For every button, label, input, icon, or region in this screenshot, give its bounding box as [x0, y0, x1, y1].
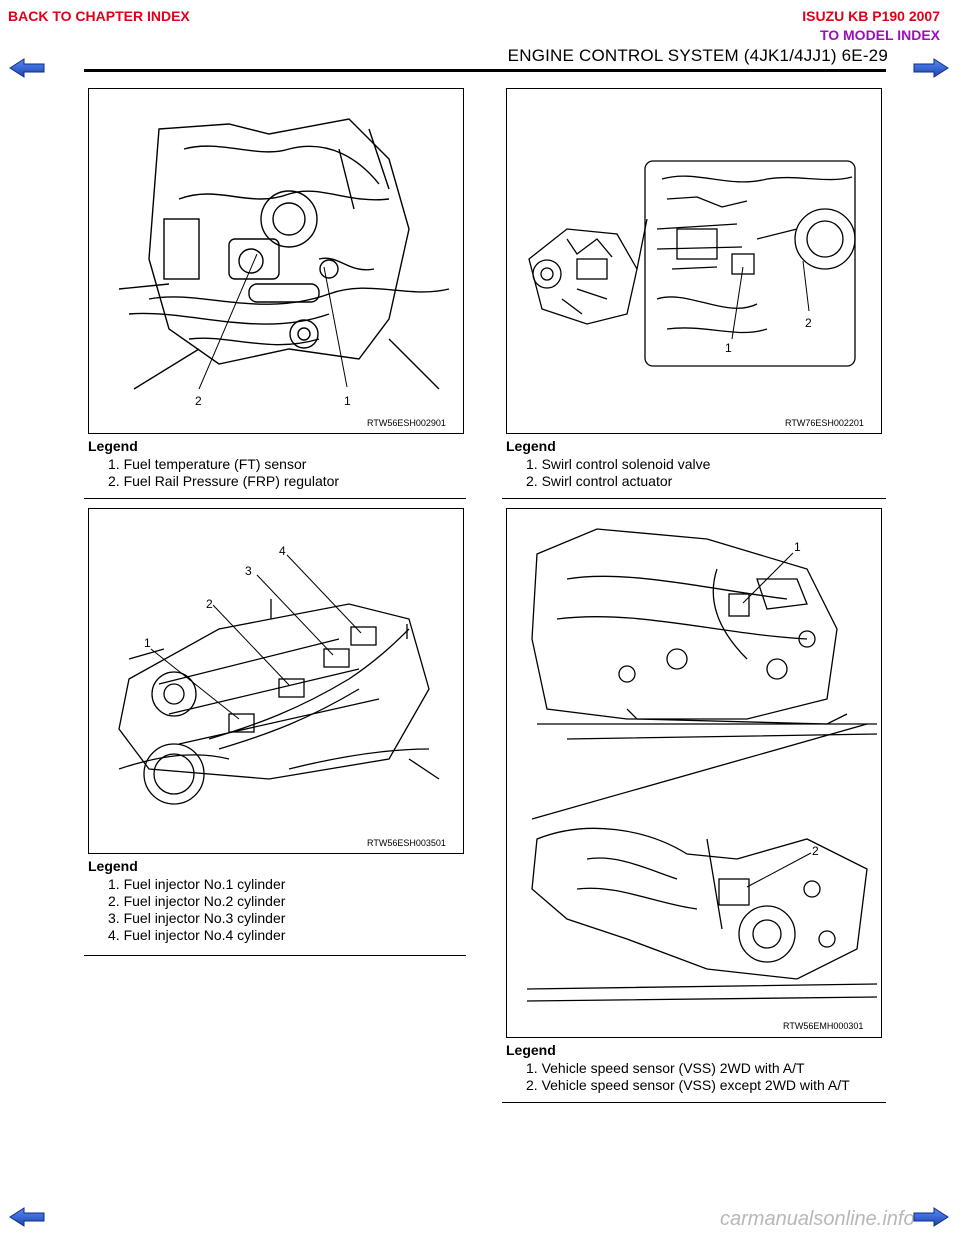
engine-illustration-3: 4 3 2 1 RTW56ESH003501	[118, 544, 446, 848]
transmission-illustration: 1 2 RTW56EMH000301	[526, 528, 878, 1031]
figure-4-callout-1: 1	[794, 540, 801, 554]
figure-1-callout-1: 1	[344, 394, 351, 408]
figure-4-code: RTW56EMH000301	[783, 1021, 863, 1031]
figure-1-legend-item-2: 2. Fuel Rail Pressure (FRP) regulator	[108, 473, 340, 489]
figure-2-legend-title: Legend	[506, 438, 556, 454]
figure-swirl-control: 2 1 RTW76ESH002201	[506, 88, 882, 434]
figure-3-callout-3: 3	[245, 564, 252, 578]
bottom-prev-page-arrow[interactable]	[8, 1207, 46, 1227]
figure-1-legend-title: Legend	[88, 438, 138, 454]
figure-1-code: RTW56ESH002901	[367, 418, 446, 428]
figure-3-code: RTW56ESH003501	[367, 838, 446, 848]
figure-vehicle-speed-sensor: 1 2 RTW56EMH000301	[506, 508, 882, 1038]
engine-illustration-1: 2 1 RTW56ESH002901	[118, 118, 450, 428]
figure-4-legend-item-2: 2. Vehicle speed sensor (VSS) except 2WD…	[526, 1077, 850, 1093]
next-page-arrow[interactable]	[912, 58, 950, 78]
to-model-index-link[interactable]: TO MODEL INDEX	[819, 27, 940, 43]
figure-1-separator	[84, 498, 466, 499]
figure-4-callout-2: 2	[812, 844, 819, 858]
figure-3-callout-1: 1	[144, 636, 151, 650]
figure-2-code: RTW76ESH002201	[785, 418, 864, 428]
page-header-title: ENGINE CONTROL SYSTEM (4JK1/4JJ1) 6E-29	[507, 46, 888, 65]
figure-4-legend-item-1: 1. Vehicle speed sensor (VSS) 2WD with A…	[526, 1060, 805, 1076]
model-title: ISUZU KB P190 2007	[802, 8, 940, 24]
arrow-right-icon	[913, 58, 949, 78]
engine-illustration-2: 2 1 RTW76ESH002201	[528, 160, 864, 428]
figure-3-legend-item-4: 4. Fuel injector No.4 cylinder	[108, 927, 286, 943]
figure-3-callout-2: 2	[206, 597, 213, 611]
figure-3-legend-item-1: 1. Fuel injector No.1 cylinder	[108, 876, 286, 892]
back-to-chapter-index-link[interactable]: BACK TO CHAPTER INDEX	[8, 8, 190, 24]
header-rule	[84, 69, 886, 72]
arrow-right-icon	[913, 1207, 949, 1227]
figure-fuel-injectors: 4 3 2 1 RTW56ESH003501	[88, 508, 464, 854]
figure-3-legend-title: Legend	[88, 858, 138, 874]
figure-2-legend-item-2: 2. Swirl control actuator	[526, 473, 673, 489]
figure-4-separator	[502, 1102, 886, 1103]
figure-3-legend-item-3: 3. Fuel injector No.3 cylinder	[108, 910, 286, 926]
figure-4-legend-title: Legend	[506, 1042, 556, 1058]
figure-2-legend-item-1: 1. Swirl control solenoid valve	[526, 456, 711, 472]
figure-3-separator	[84, 955, 466, 956]
arrow-left-icon	[9, 58, 45, 78]
arrow-left-icon	[9, 1207, 45, 1227]
figure-2-callout-1: 1	[725, 341, 732, 355]
bottom-next-page-arrow[interactable]	[912, 1207, 950, 1227]
figure-3-callout-4: 4	[279, 544, 286, 558]
prev-page-arrow[interactable]	[8, 58, 46, 78]
footer-watermark: carmanualsonline.info	[720, 1208, 915, 1230]
figure-2-callout-2: 2	[805, 316, 812, 330]
figure-1-legend-item-1: 1. Fuel temperature (FT) sensor	[108, 456, 307, 472]
figure-1-callout-2: 2	[195, 394, 202, 408]
figure-2-separator	[502, 498, 886, 499]
figure-fuel-temperature-sensor: 2 1 RTW56ESH002901	[88, 88, 464, 434]
figure-3-legend-item-2: 2. Fuel injector No.2 cylinder	[108, 893, 286, 909]
